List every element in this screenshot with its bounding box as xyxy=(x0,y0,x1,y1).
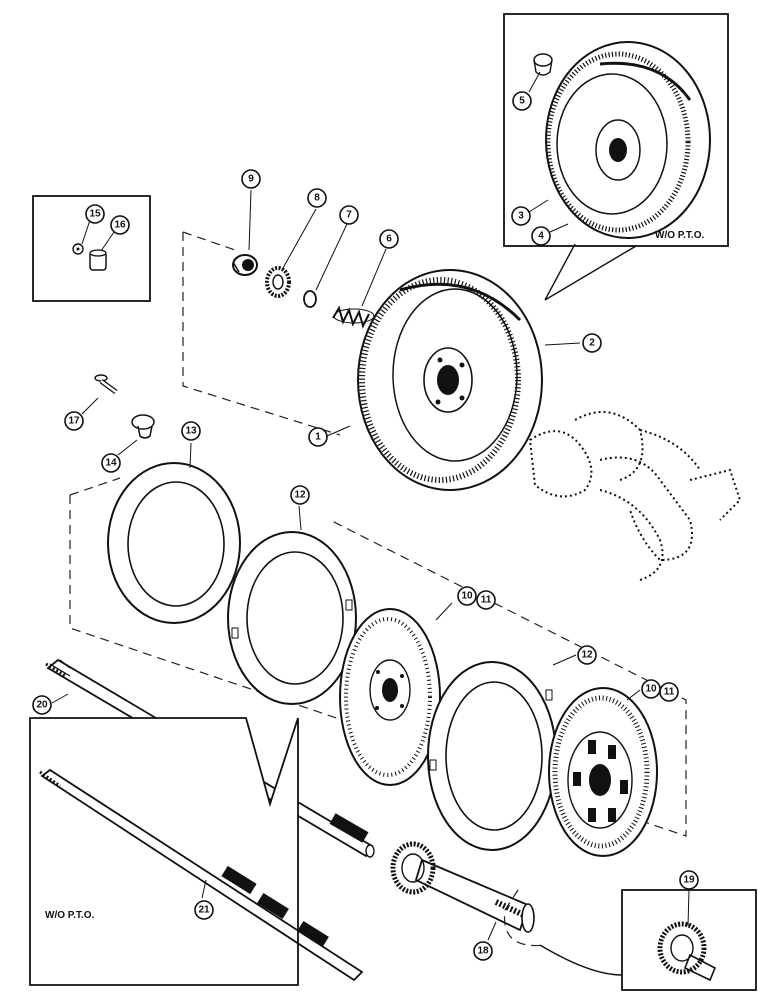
callout-16: 16 xyxy=(110,215,130,235)
inset-shaft-label: W/O P.T.O. xyxy=(45,910,94,921)
plate-12-upper-drawing xyxy=(227,531,357,705)
bushing-5-drawing xyxy=(533,53,553,76)
callout-8: 8 xyxy=(307,188,327,208)
callout-18: 18 xyxy=(473,941,493,961)
callout-21: 21 xyxy=(194,900,214,920)
svg-text:14: 14 xyxy=(105,458,117,469)
callout-13: 13 xyxy=(181,421,201,441)
svg-text:6: 6 xyxy=(386,234,392,245)
svg-text:21: 21 xyxy=(198,905,210,916)
callout-19: 19 xyxy=(679,870,699,890)
shaft-18-drawing xyxy=(390,841,535,933)
bushing-14-drawing xyxy=(131,414,155,439)
svg-text:10: 10 xyxy=(645,684,657,695)
callout-7: 7 xyxy=(339,205,359,225)
svg-text:2: 2 xyxy=(589,338,595,349)
callout-11-lower: 11 xyxy=(659,682,679,702)
svg-text:18: 18 xyxy=(477,946,489,957)
callout-3: 3 xyxy=(511,206,531,226)
bearing-9-drawing xyxy=(232,254,258,276)
plate-13-drawing xyxy=(107,462,241,624)
callout-14: 14 xyxy=(101,453,121,473)
svg-text:12: 12 xyxy=(294,490,306,501)
svg-text:17: 17 xyxy=(68,416,80,427)
inset-pointer xyxy=(544,243,637,301)
callout-2: 2 xyxy=(582,333,602,353)
svg-text:11: 11 xyxy=(481,595,492,606)
svg-text:15: 15 xyxy=(89,209,101,220)
callout-11-upper: 11 xyxy=(476,590,496,610)
svg-text:13: 13 xyxy=(185,426,197,437)
crankshaft-phantom-drawing xyxy=(528,411,742,581)
flywheel-main-drawing xyxy=(357,269,543,491)
callout-15: 15 xyxy=(85,204,105,224)
svg-text:10: 10 xyxy=(461,591,473,602)
callout-17: 17 xyxy=(64,411,84,431)
svg-text:7: 7 xyxy=(346,210,352,221)
callout-12-upper: 12 xyxy=(290,485,310,505)
bolt-17-drawing xyxy=(94,374,118,395)
svg-text:19: 19 xyxy=(683,875,695,886)
callout-6: 6 xyxy=(379,229,399,249)
callout-10-lower: 10 xyxy=(641,679,661,699)
callout-12-lower: 12 xyxy=(577,645,597,665)
flywheel-wo-pto-drawing xyxy=(545,41,711,239)
svg-text:5: 5 xyxy=(519,96,525,107)
plate-12-lower-drawing xyxy=(427,661,557,851)
svg-text:4: 4 xyxy=(538,231,544,242)
callout-4: 4 xyxy=(531,226,551,246)
callout-9: 9 xyxy=(241,169,261,189)
snap-ring-7-drawing xyxy=(303,290,317,308)
callout-5: 5 xyxy=(512,91,532,111)
svg-text:11: 11 xyxy=(664,687,675,698)
callout-1: 1 xyxy=(308,427,328,447)
svg-text:8: 8 xyxy=(314,193,320,204)
callout-20: 20 xyxy=(32,695,52,715)
inset-shaft-wo-pto: W/O P.T.O. xyxy=(29,717,364,986)
disc-10-upper-drawing xyxy=(339,608,441,786)
svg-text:9: 9 xyxy=(248,174,254,185)
svg-text:1: 1 xyxy=(315,432,321,443)
spring-6-drawing xyxy=(332,305,375,329)
dashed-boundary-lower xyxy=(69,477,687,837)
svg-text:20: 20 xyxy=(36,700,48,711)
inset-flywheel-wo-pto: W/O P.T.O. xyxy=(503,13,729,247)
svg-text:12: 12 xyxy=(581,650,593,661)
callout-10-upper: 10 xyxy=(457,586,477,606)
gear-8-drawing xyxy=(265,266,291,298)
dashed-boundary-upper xyxy=(182,232,341,436)
inset-gear-19 xyxy=(621,889,757,991)
svg-text:16: 16 xyxy=(114,220,126,231)
inset-flywheel-label: W/O P.T.O. xyxy=(655,230,704,241)
disc-10-lower-drawing xyxy=(548,687,658,857)
svg-text:3: 3 xyxy=(518,211,524,222)
